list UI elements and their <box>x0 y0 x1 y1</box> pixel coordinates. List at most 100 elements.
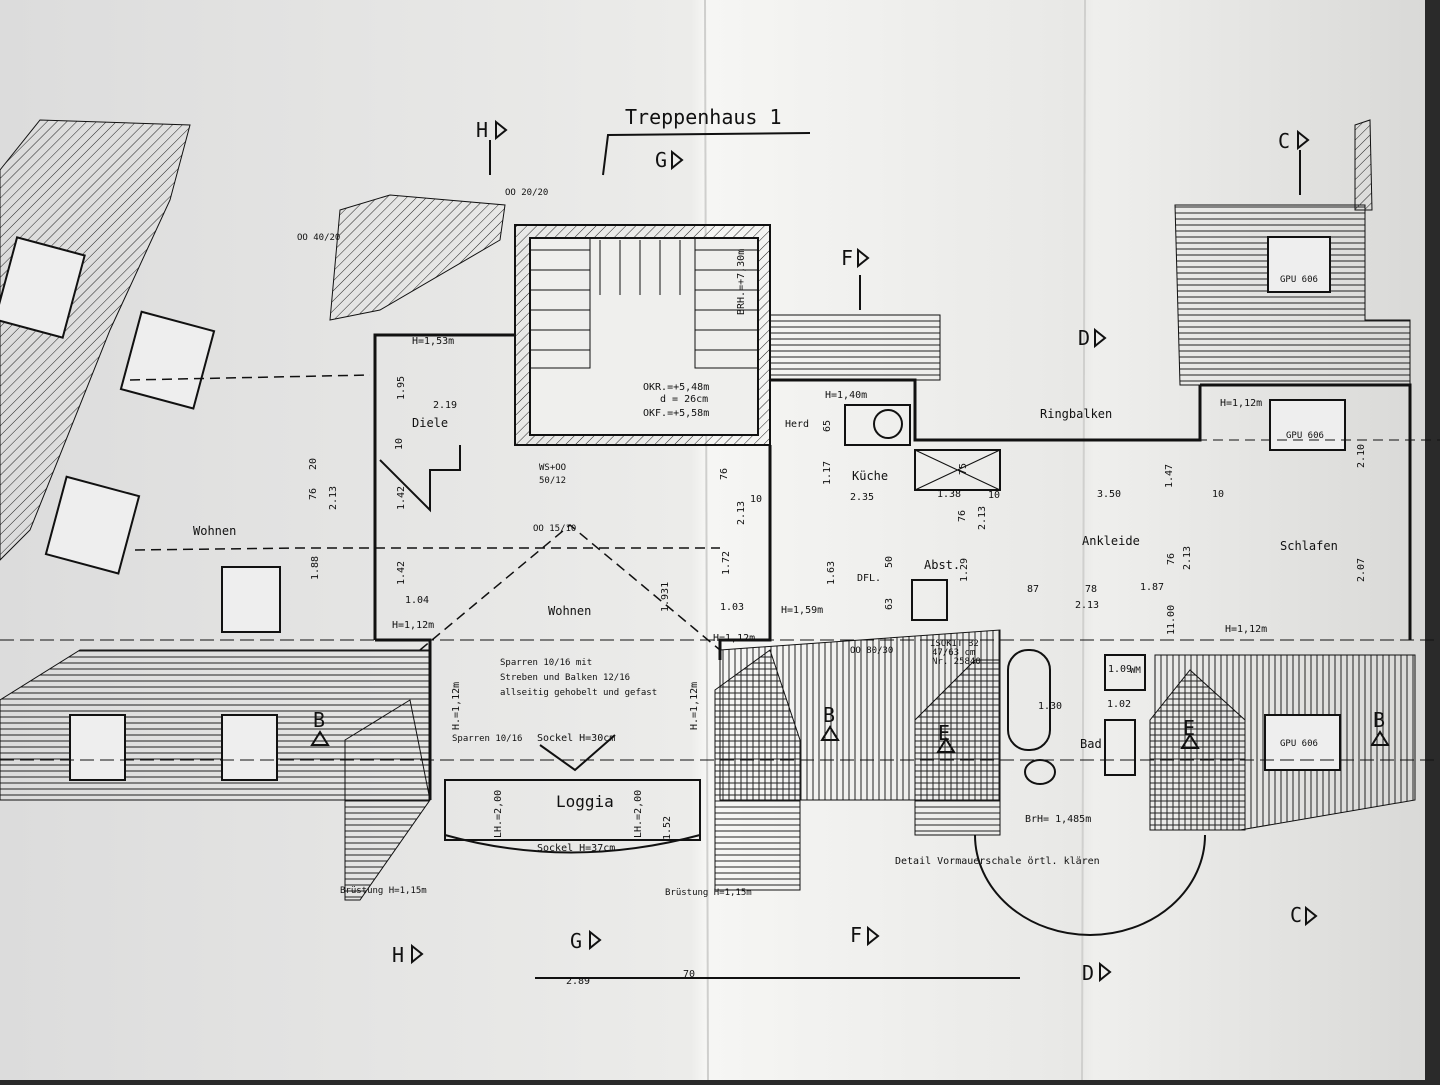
dimension: 2.13 <box>736 501 747 525</box>
dimension: 78 <box>1085 584 1097 595</box>
room-diele: Diele <box>412 416 448 430</box>
dimension: 76 <box>1166 553 1177 565</box>
room-ankleide: Ankleide <box>1082 534 1140 548</box>
height-label: BrH= 1,485m <box>1025 814 1091 825</box>
note-bruestung-left: Brüstung H=1,15m <box>340 886 427 896</box>
dimension: 3.50 <box>1097 489 1121 500</box>
dimension: 1.17 <box>822 461 833 485</box>
dimension: 76 <box>957 510 968 522</box>
dimension: 10 <box>394 438 405 450</box>
note-isokit-size: 47/63 cm <box>932 648 975 658</box>
dimension: 2.13 <box>977 506 988 530</box>
section-marker-e: E <box>1183 716 1195 740</box>
section-marker-g-top: G <box>655 148 667 172</box>
dimension: 2.13 <box>328 486 339 510</box>
dimension: 1.52 <box>662 816 673 840</box>
note-bruestung-right: Brüstung H=1,15m <box>665 888 752 898</box>
section-marker-b: B <box>313 708 325 732</box>
dimension: 1.38 <box>937 489 961 500</box>
opening-label: OO 20/20 <box>505 188 548 198</box>
background-edge <box>1425 0 1440 1080</box>
room-schlafen: Schlafen <box>1280 539 1338 553</box>
height-label: H.=1,12m <box>689 682 700 730</box>
note-streben: Streben und Balken 12/16 <box>500 673 630 683</box>
section-marker-f-top: F <box>841 246 853 270</box>
dimension: 1.03 <box>720 602 744 613</box>
dimension: 76 <box>308 488 319 500</box>
height-label: H=1,53m <box>412 336 454 347</box>
window-label: GPU 606 <box>1280 275 1318 285</box>
room-kueche: Küche <box>852 469 888 483</box>
opening-label: OO 80/30 <box>850 646 893 656</box>
section-marker-f-bottom: F <box>850 923 862 947</box>
dimension: 87 <box>1027 584 1039 595</box>
dimension: 76 <box>719 468 730 480</box>
height-label: LH.=2,00 <box>493 790 504 838</box>
roof-areas <box>0 119 1416 901</box>
section-marker-c-top: C <box>1278 129 1290 153</box>
height-label: H=1,12m <box>713 633 755 644</box>
dimension: 1.87 <box>1140 582 1164 593</box>
opening-label: OO 15/10 <box>533 524 576 534</box>
window-label: GPU 606 <box>1286 431 1324 441</box>
dimension: 2.35 <box>850 492 874 503</box>
dimension: 50 <box>884 556 895 568</box>
section-marker-h-bottom: H <box>392 943 404 967</box>
paper-fold <box>704 0 709 1081</box>
dimension: 2.13 <box>1182 546 1193 570</box>
dimension: 75 <box>958 463 969 475</box>
dimension: 1.30 <box>1038 701 1062 712</box>
note-detail-vormauerschale: Detail Vormauerschale örtl. klären <box>895 856 1100 867</box>
room-wm: WM <box>1130 666 1141 676</box>
height-label: H=1,12m <box>1225 624 1267 635</box>
room-dfl: DFL. <box>857 573 881 584</box>
dimension: 1.47 <box>1164 464 1175 488</box>
dimension: 20 <box>308 458 319 470</box>
dimension: 2.10 <box>1356 444 1367 468</box>
dimension: 70 <box>683 969 695 980</box>
dimension: 1.88 <box>310 556 321 580</box>
dimension: 1.42 <box>396 486 407 510</box>
roof-windows <box>0 236 1346 781</box>
height-label: H=1,12m <box>392 620 434 631</box>
dimension: 11.00 <box>1166 605 1177 635</box>
dimension: 65 <box>822 420 833 432</box>
dimension: 10 <box>1212 489 1224 500</box>
height-label: LH.=2,00 <box>633 790 644 838</box>
section-marker-g-bottom: G <box>570 929 582 953</box>
section-marker-d-top: D <box>1078 326 1090 350</box>
note-isokit: ISOKIT B2 <box>930 639 979 649</box>
dimension: 2.19 <box>433 400 457 411</box>
dimension: 10 <box>988 490 1000 501</box>
room-wohnen-left: Wohnen <box>193 524 236 538</box>
height-label: H=1,12m <box>1220 398 1262 409</box>
opening-label: 50/12 <box>539 476 566 486</box>
section-marker-d-bottom: D <box>1082 961 1094 985</box>
stair-okf: OKF.=+5,58m <box>643 408 709 419</box>
dimension: 2.89 <box>566 976 590 987</box>
dimension: 1.931 <box>660 582 671 612</box>
window-label: GPU 606 <box>1280 739 1318 749</box>
dimension: 1.95 <box>396 376 407 400</box>
note-sparren: Sparren 10/16 mit <box>500 658 592 668</box>
dimension: 1.29 <box>959 558 970 582</box>
opening-label: WS+OO <box>539 463 566 473</box>
height-label: H.=1,12m <box>451 682 462 730</box>
stair-thickness: d = 26cm <box>660 394 708 405</box>
dimension: 63 <box>884 598 895 610</box>
dimension: 10 <box>750 494 762 505</box>
section-marker-b: B <box>823 703 835 727</box>
room-abstellraum: Abst. <box>924 558 960 572</box>
ringbalken-label: Ringbalken <box>1040 407 1112 421</box>
note-sparren-small: Sparren 10/16 <box>452 734 522 744</box>
dimension: 1.72 <box>721 551 732 575</box>
section-arrow-icons <box>310 119 1390 983</box>
section-marker-b: B <box>1373 708 1385 732</box>
walls <box>0 132 1440 979</box>
height-label: H=1,40m <box>825 390 867 401</box>
dimension: 1.63 <box>826 561 837 585</box>
opening-label: OO 40/20 <box>297 233 340 243</box>
note-sockel-30: Sockel H=30cm <box>537 733 615 744</box>
section-marker-c-bottom: C <box>1290 903 1302 927</box>
